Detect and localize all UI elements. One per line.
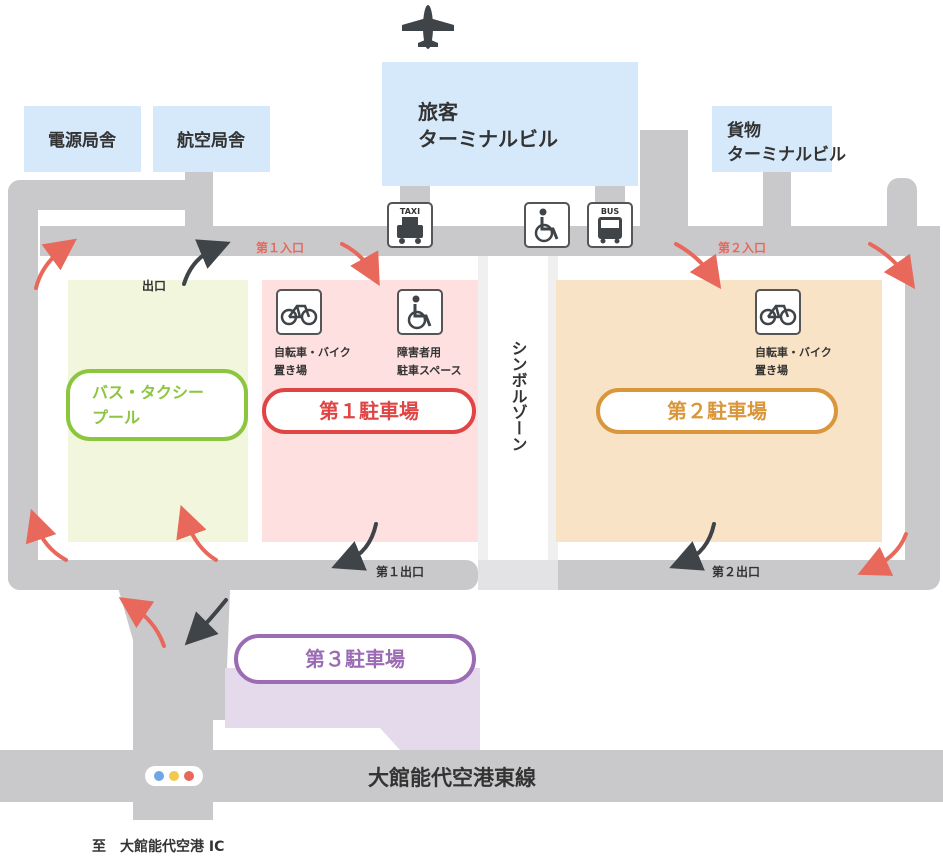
wheelchair-parking-icon	[397, 289, 443, 335]
cargo-terminal-building	[712, 106, 832, 172]
terminal-label-line2: ターミナルビル	[418, 127, 558, 151]
parking-3-label: 第３駐車場	[305, 647, 405, 671]
exit-label: 出口	[142, 278, 166, 293]
arrow-out-exit1	[331, 522, 378, 571]
arrow-in-entry2	[674, 242, 722, 290]
bicycle-icon-2	[755, 289, 801, 335]
aviation-building	[153, 106, 270, 172]
arrow-out-exit2	[669, 522, 716, 571]
wheelchair-icon	[524, 202, 570, 248]
cargo-label-line1: 貨物	[727, 120, 761, 141]
bike2-label-line1: 自転車・バイク	[755, 345, 832, 359]
power-building-label: 電源局舎	[48, 130, 117, 151]
taxi-icon-text: TAXI	[400, 207, 420, 216]
parking-3-pill	[234, 634, 476, 684]
arrow-out-approach	[184, 598, 228, 646]
bus-taxi-label-line1: バス・タクシー	[92, 383, 204, 402]
exit-1-label: 第１出口	[376, 564, 424, 579]
arrow-in-approach	[118, 597, 166, 648]
bus-icon: BUS	[587, 202, 633, 248]
arrow-in-entry1	[340, 242, 380, 286]
arrow-in-left-bottom	[25, 508, 68, 562]
arrow-in-right-bottom	[857, 532, 908, 576]
entry-2-label: 第２入口	[718, 240, 766, 255]
terminal-label-line1: 旅客	[418, 100, 459, 124]
power-building	[24, 106, 141, 172]
cargo-label-line2: ターミナルビル	[727, 145, 846, 165]
parking-2-label: 第２駐車場	[667, 399, 767, 423]
parking-2-pill	[596, 388, 838, 434]
bike1-label-line2: 置き場	[274, 363, 307, 377]
symbol-zone-label: シンボルゾーン	[509, 340, 528, 452]
to-ic-label: 至 大館能代空港 IC	[92, 838, 224, 855]
arrow-in-pool	[176, 504, 218, 562]
exit-2-label: 第２出口	[712, 564, 760, 579]
bus-taxi-pool-pill	[66, 369, 248, 441]
bus-icon-text: BUS	[601, 207, 620, 216]
parking-1-pill	[262, 388, 476, 434]
arrow-in-right-top	[868, 242, 916, 290]
arrow-in-left-top	[34, 238, 77, 290]
arrow-out-top-exit	[182, 239, 231, 286]
handicap-label-line2: 駐車スペース	[397, 363, 462, 377]
traffic-light-icon	[145, 766, 203, 786]
airplane-icon	[402, 5, 454, 49]
bike2-label-line2: 置き場	[755, 363, 788, 377]
bicycle-icon	[276, 289, 322, 335]
aviation-building-label: 航空局舎	[177, 130, 246, 151]
bike1-label-line1: 自転車・バイク	[274, 345, 351, 359]
parking-1-label: 第１駐車場	[319, 399, 419, 423]
handicap-label-line1: 障害者用	[397, 345, 441, 359]
main-road-label: 大館能代空港東線	[368, 766, 536, 790]
taxi-icon: TAXI	[387, 202, 433, 248]
bus-taxi-label-line2: プール	[92, 408, 140, 427]
entry-1-label: 第１入口	[256, 240, 304, 255]
passenger-terminal-building	[382, 62, 638, 186]
flow-arrows	[25, 238, 916, 648]
